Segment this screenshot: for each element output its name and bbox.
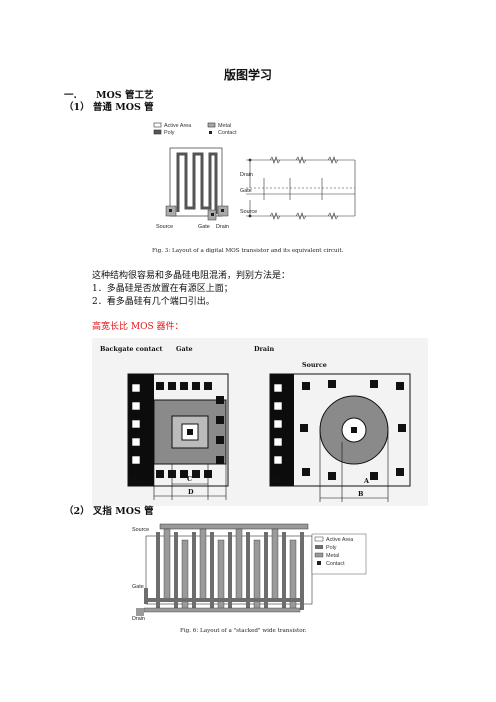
label-backgate: Backgate contact	[100, 345, 162, 353]
figure-6-graphic: Source Gate Drain Active Area	[132, 523, 367, 622]
legend-contact: Contact	[218, 130, 237, 136]
fig6-label-source: Source	[132, 527, 149, 533]
legend-poly: Poly	[164, 130, 175, 136]
page-title: 版图学习	[223, 68, 272, 82]
label-gate: Gate	[176, 345, 193, 353]
circuit-label-source: Source	[240, 209, 257, 215]
subsection-heading-2: （2） 叉指 MOS 管	[64, 506, 154, 517]
panel-label-a: (A)	[130, 476, 141, 484]
paragraph-line-3: 2．看多晶硅有几个端口引出。	[92, 297, 215, 307]
dim-label-d: D	[188, 488, 194, 496]
red-note: 高宽长比 MOS 器件：	[92, 322, 184, 332]
fig6-label-gate: Gate	[132, 584, 144, 590]
equivalent-circuit	[246, 156, 356, 220]
paragraph-line-1: 这种结构很容易和多晶硅电阻混淆，判别方法是：	[92, 271, 291, 281]
layout-label-drain: Drain	[216, 224, 229, 230]
fig6-legend-poly: Poly	[326, 545, 337, 551]
layout-label-gate: Gate	[198, 224, 210, 230]
figure-3-graphic: Active Area Metal Poly Contact Source Ga…	[153, 122, 356, 230]
panel-b	[269, 373, 411, 487]
section-number: 一.	[64, 90, 77, 101]
figure-high-wl-graphic: Backgate contact Gate Drain Source	[100, 345, 411, 502]
dim-label-a: A	[363, 477, 370, 485]
fig6-label-drain: Drain	[132, 616, 145, 622]
paragraph-line-2: 1．多晶硅是否放置在有源区上面；	[92, 284, 233, 294]
section-text: MOS 管工艺	[96, 90, 154, 101]
circuit-label-drain: Drain	[240, 172, 253, 178]
section-heading-1: 一. MOS 管工艺	[64, 87, 153, 101]
fig6-legend-active: Active Area	[326, 537, 353, 543]
legend-active-area: Active Area	[164, 123, 191, 129]
mos-layout-drawing: Source Gate Drain	[156, 147, 229, 230]
label-source: Source	[302, 361, 327, 369]
dim-label-c: C	[187, 475, 192, 483]
label-drain: Drain	[254, 345, 274, 353]
circuit-label-gate: Gate	[240, 188, 252, 194]
figure-6: Source Gate Drain Active Area	[130, 516, 370, 628]
panel-a	[127, 373, 229, 487]
dim-label-b: B	[358, 490, 364, 498]
fig6-legend-metal: Metal	[326, 553, 339, 559]
panel-label-b: (B)	[272, 476, 283, 484]
subsection-heading-1: （1） 普通 MOS 管	[64, 102, 154, 113]
layout-label-source: Source	[156, 224, 173, 230]
fig6-legend-contact: Contact	[326, 561, 345, 567]
figure-3: Active Area Metal Poly Contact Source Ga…	[150, 118, 360, 248]
figure-6-caption: Fig. 6: Layout of a "stacked" wide trans…	[180, 628, 307, 634]
legend-metal: Metal	[218, 123, 231, 129]
figure-high-wl: Backgate contact Gate Drain Source	[92, 338, 428, 506]
figure-3-caption: Fig. 3: Layout of a digital MOS transist…	[152, 248, 344, 254]
